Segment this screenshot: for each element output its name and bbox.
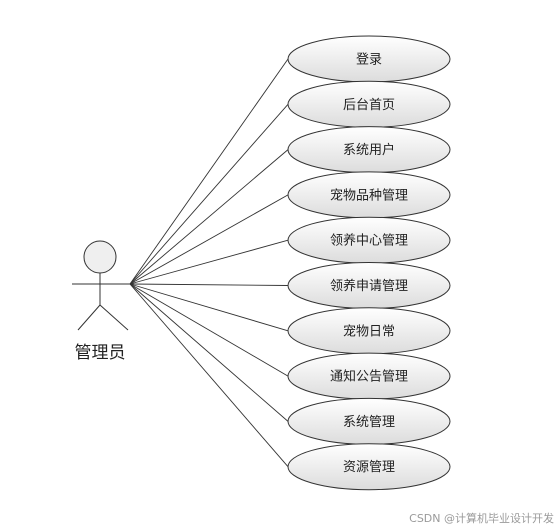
use-case: 后台首页 bbox=[287, 80, 451, 128]
use-case-label: 通知公告管理 bbox=[330, 369, 408, 385]
association-line bbox=[129, 283, 289, 467]
use-case-ellipse bbox=[287, 443, 451, 491]
use-case-label: 宠物品种管理 bbox=[330, 187, 408, 203]
actor-icon bbox=[72, 240, 130, 331]
use-case-label: 登录 bbox=[356, 53, 382, 68]
use-case: 系统用户 bbox=[287, 126, 451, 174]
use-case: 领养申请管理 bbox=[287, 262, 451, 309]
actor-leg-right bbox=[99, 304, 129, 331]
actor-label: 管理员 bbox=[75, 343, 126, 363]
use-case: 登录 bbox=[287, 35, 451, 83]
association-line bbox=[129, 283, 289, 422]
use-case-label: 宠物日常 bbox=[343, 323, 395, 339]
association-line bbox=[129, 283, 289, 286]
use-case-label: 领养申请管理 bbox=[330, 278, 408, 294]
association-line bbox=[129, 194, 289, 285]
use-case-label: 系统管理 bbox=[343, 415, 395, 430]
association-line bbox=[129, 283, 289, 332]
use-case: 宠物品种管理 bbox=[287, 171, 451, 219]
actor-head bbox=[83, 240, 117, 274]
use-case-label: 后台首页 bbox=[343, 98, 395, 113]
association-line bbox=[129, 104, 289, 285]
association-lines bbox=[129, 58, 289, 467]
use-case: 系统管理 bbox=[287, 397, 451, 445]
use-case: 通知公告管理 bbox=[287, 352, 451, 400]
use-case: 领养中心管理 bbox=[287, 216, 451, 264]
use-case-label: 资源管理 bbox=[343, 460, 395, 475]
association-line bbox=[129, 283, 289, 377]
use-case: 宠物日常 bbox=[287, 307, 451, 355]
use-case-label: 系统用户 bbox=[343, 142, 395, 158]
actor-leg-left bbox=[77, 304, 101, 331]
watermark: CSDN @计算机毕业设计开发 bbox=[409, 511, 554, 525]
use-case: 资源管理 bbox=[287, 443, 451, 491]
association-line bbox=[129, 58, 289, 285]
use-case-label: 领养中心管理 bbox=[330, 233, 408, 249]
use-case-group: 登录后台首页系统用户宠物品种管理领养中心管理领养申请管理宠物日常通知公告管理系统… bbox=[287, 35, 451, 491]
association-line bbox=[129, 239, 289, 285]
association-line bbox=[129, 149, 289, 285]
